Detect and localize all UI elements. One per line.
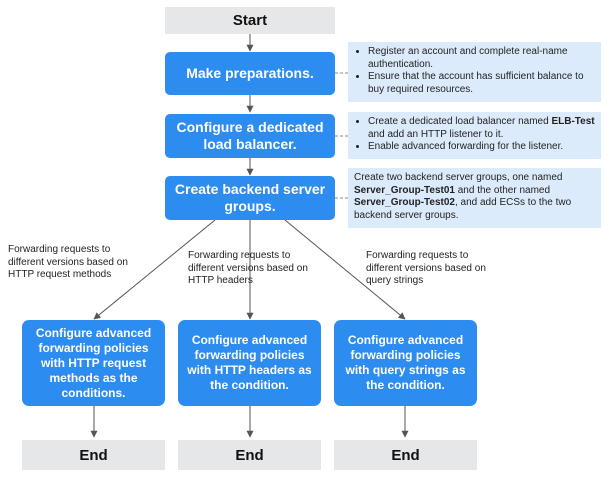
make-preparations-node: Make preparations. (165, 52, 335, 95)
create-backend-groups-node: Create backend server groups. (165, 176, 335, 220)
server-groups-note: Create two backend server groups, one na… (348, 168, 601, 228)
arrow-groups-query (284, 219, 406, 320)
policy-methods-node: Configure advanced forwarding policies w… (22, 320, 165, 406)
policy-headers-node: Configure advanced forwarding policies w… (178, 320, 321, 406)
prep-note-item: Register an account and complete real-na… (368, 46, 595, 71)
edge-label-methods: Forwarding requests to different version… (8, 244, 128, 280)
preparations-note: Register an account and complete real-na… (348, 42, 601, 102)
edge-label-headers: Forwarding requests to different version… (188, 250, 308, 286)
end-node-methods: End (22, 440, 165, 470)
lb-note-item: Create a dedicated load balancer named E… (368, 116, 595, 141)
load-balancer-note: Create a dedicated load balancer named E… (348, 112, 601, 159)
group-name-2: Server_Group-Test02 (354, 197, 455, 208)
lb-note-item: Enable advanced forwarding for the liste… (368, 141, 595, 154)
end-node-headers: End (178, 440, 321, 470)
start-node: Start (165, 7, 335, 34)
edge-label-query: Forwarding requests to different version… (366, 250, 486, 286)
lb-name: ELB-Test (551, 116, 595, 127)
configure-load-balancer-node: Configure a dedicated load balancer. (165, 114, 335, 158)
end-node-query: End (334, 440, 477, 470)
prep-note-item: Ensure that the account has sufficient b… (368, 71, 595, 96)
group-name-1: Server_Group-Test01 (354, 184, 455, 196)
policy-query-node: Configure advanced forwarding policies w… (334, 320, 477, 406)
arrow-groups-methods (93, 219, 216, 320)
